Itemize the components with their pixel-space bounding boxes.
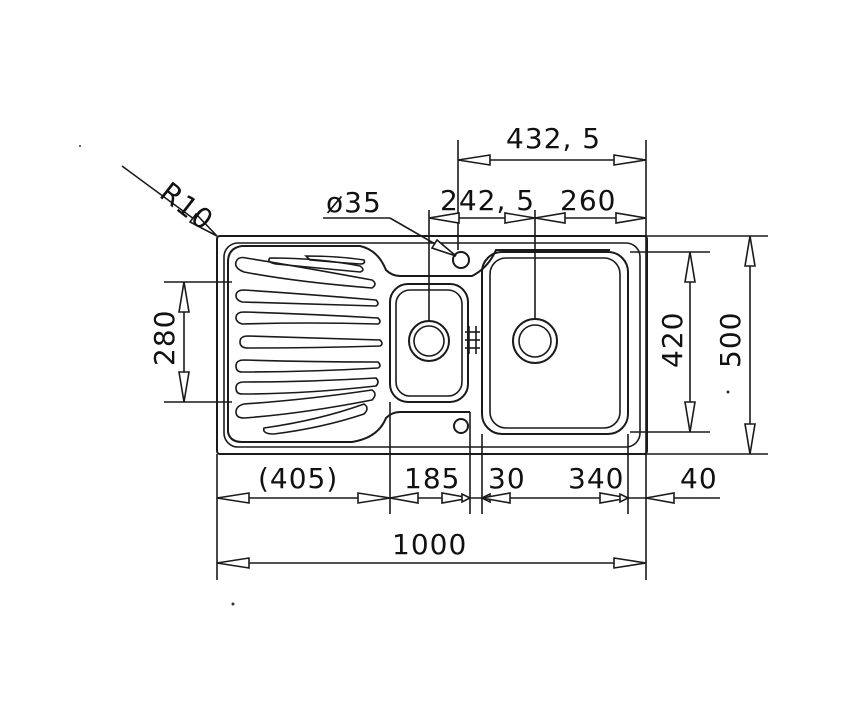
label-340: 340 — [568, 462, 624, 495]
label-500: 500 — [714, 312, 747, 368]
label-432-5: 432, 5 — [506, 122, 601, 155]
label-30: 30 — [488, 462, 526, 495]
label-405: (405) — [258, 462, 338, 495]
large-bowl — [481, 251, 629, 435]
drainer-area — [227, 245, 610, 443]
label-40: 40 — [680, 462, 718, 495]
speck — [726, 390, 730, 394]
label-242-5: 242, 5 — [440, 184, 535, 217]
leader-lines — [121, 165, 457, 257]
tap-holes — [452, 251, 470, 434]
speck — [231, 602, 235, 606]
label-185: 185 — [404, 462, 460, 495]
extension-lines — [164, 140, 768, 580]
sink-outline — [216, 235, 648, 455]
label-1000: 1000 — [392, 528, 467, 561]
label-420: 420 — [656, 312, 689, 368]
label-280: 280 — [148, 310, 181, 366]
label-260: 260 — [560, 184, 616, 217]
dimension-lines — [178, 154, 756, 569]
label-hole-diameter: ø35 — [326, 186, 382, 219]
speck — [79, 145, 81, 147]
drainer-grooves — [234, 255, 383, 435]
overflow-connector — [465, 326, 480, 354]
